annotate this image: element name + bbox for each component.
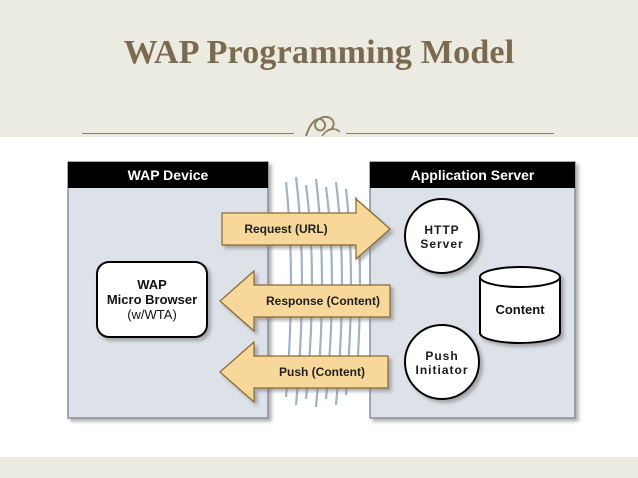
wap-device-title: WAP Device — [127, 167, 209, 183]
wap-diagram: WAP Device Application Server Request (U… — [0, 137, 638, 457]
application-server-title: Application Server — [410, 167, 535, 183]
title-rule-right — [346, 133, 554, 134]
response-arrow-label: Response (Content) — [266, 294, 380, 308]
micro-browser-line3: (w/WTA) — [127, 307, 177, 322]
push-initiator-label: Push Initiator — [403, 349, 481, 377]
request-arrow-label: Request (URL) — [244, 222, 328, 236]
diagram-graphics — [67, 161, 576, 419]
micro-browser-label: WAP Micro Browser (w/WTA) — [97, 277, 207, 322]
content-label: Content — [495, 302, 545, 317]
micro-browser-line1: WAP — [137, 277, 167, 292]
push-initiator-line2: Initiator — [415, 363, 469, 377]
http-server-label: HTTP Server — [405, 223, 479, 251]
slide-title: WAP Programming Model — [123, 34, 515, 71]
push-initiator-node — [404, 324, 480, 400]
http-server-line1: HTTP — [424, 223, 460, 237]
response-arrow — [219, 269, 391, 333]
http-server-node — [404, 198, 480, 274]
micro-browser-box — [96, 261, 208, 338]
content-database-icon — [479, 266, 561, 344]
ornamental-flourish-icon — [305, 116, 341, 137]
push-arrow-label: Push (Content) — [279, 365, 365, 379]
push-arrow — [219, 340, 389, 404]
micro-browser-line2: Micro Browser — [106, 292, 198, 307]
push-initiator-line1: Push — [425, 349, 459, 363]
title-rule-left — [82, 133, 294, 134]
http-server-line2: Server — [420, 237, 464, 251]
request-arrow — [221, 197, 391, 261]
